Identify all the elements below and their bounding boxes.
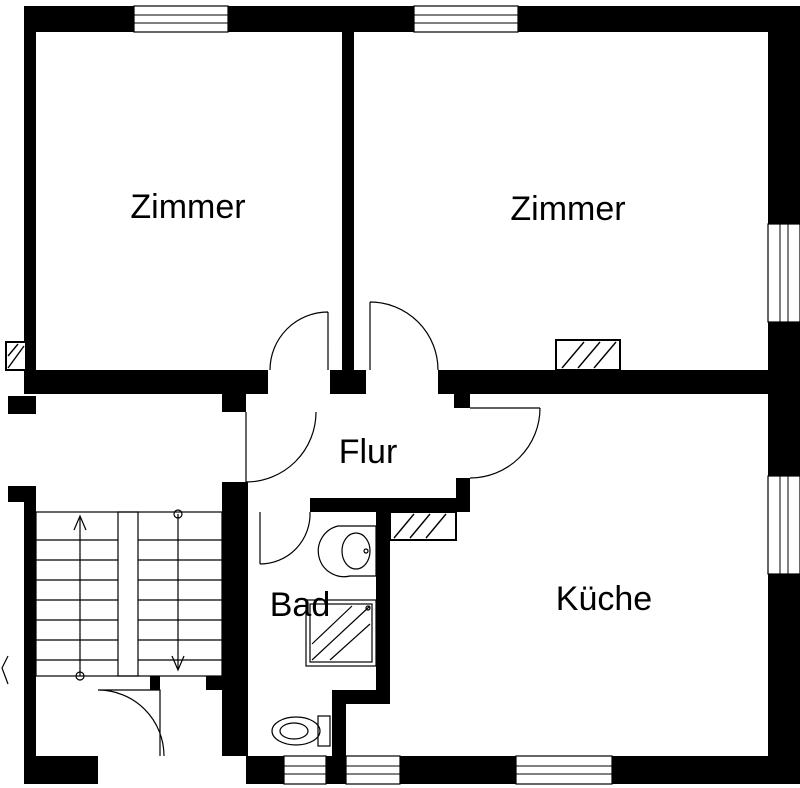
wall-bath-kitchen-jog bbox=[332, 690, 390, 704]
wall-bath-kitchen-lower bbox=[332, 690, 346, 784]
window-top-left bbox=[133, 5, 229, 33]
interior-walls bbox=[24, 32, 800, 784]
wall-kitchen-corner bbox=[456, 478, 470, 512]
room-label-hallway: Flur bbox=[339, 433, 398, 471]
room-label-right: Zimmer bbox=[510, 190, 625, 228]
window-right-lower bbox=[767, 475, 800, 575]
outer-wall-right bbox=[768, 6, 800, 784]
outer-wall-left-upper bbox=[24, 6, 36, 394]
wall-flur-bottom bbox=[310, 498, 470, 512]
wall-mid-stub bbox=[330, 370, 366, 394]
wall-room-right-bottom bbox=[438, 370, 800, 394]
outer-wall-left-lower bbox=[24, 486, 36, 784]
window-bottom-bath bbox=[283, 755, 327, 785]
door-room-right bbox=[369, 301, 439, 371]
window-right-upper bbox=[767, 223, 800, 323]
wall-between-rooms bbox=[342, 32, 354, 370]
wall-room-left-bottom bbox=[24, 370, 268, 394]
outer-stub-left-low bbox=[8, 486, 36, 502]
room-label-bathroom: Bad bbox=[270, 586, 331, 624]
wall-bath-kitchen-upper bbox=[376, 512, 390, 694]
shower-icon bbox=[305, 599, 377, 667]
wall-pier-right bbox=[454, 394, 470, 408]
wall-pier-left bbox=[222, 394, 246, 412]
door-entrance bbox=[97, 689, 165, 757]
chimney-room-right bbox=[555, 339, 621, 371]
sink-icon bbox=[317, 525, 377, 578]
chimney-kitchen bbox=[389, 511, 457, 541]
toilet-icon bbox=[271, 715, 331, 747]
window-bottom-kitchen bbox=[515, 755, 613, 785]
door-room-left bbox=[269, 311, 329, 371]
wall-stair-landing-right bbox=[206, 676, 222, 690]
window-bottom-kitchen-small bbox=[345, 755, 401, 785]
chimney-left bbox=[5, 341, 27, 371]
room-label-left: Zimmer bbox=[130, 188, 245, 226]
wall-stair-bath bbox=[222, 482, 248, 756]
door-kitchen bbox=[469, 407, 541, 479]
door-bathroom bbox=[259, 511, 311, 565]
window-top-right bbox=[413, 5, 519, 33]
door-flur-left bbox=[245, 411, 317, 483]
outer-stub-left-mid bbox=[8, 396, 36, 414]
outer-walls bbox=[8, 6, 800, 784]
wall-stair-landing-left bbox=[150, 676, 160, 690]
outer-wall-bottom-left bbox=[24, 756, 98, 784]
room-label-kitchen: Küche bbox=[556, 580, 652, 618]
staircase bbox=[1, 509, 223, 685]
